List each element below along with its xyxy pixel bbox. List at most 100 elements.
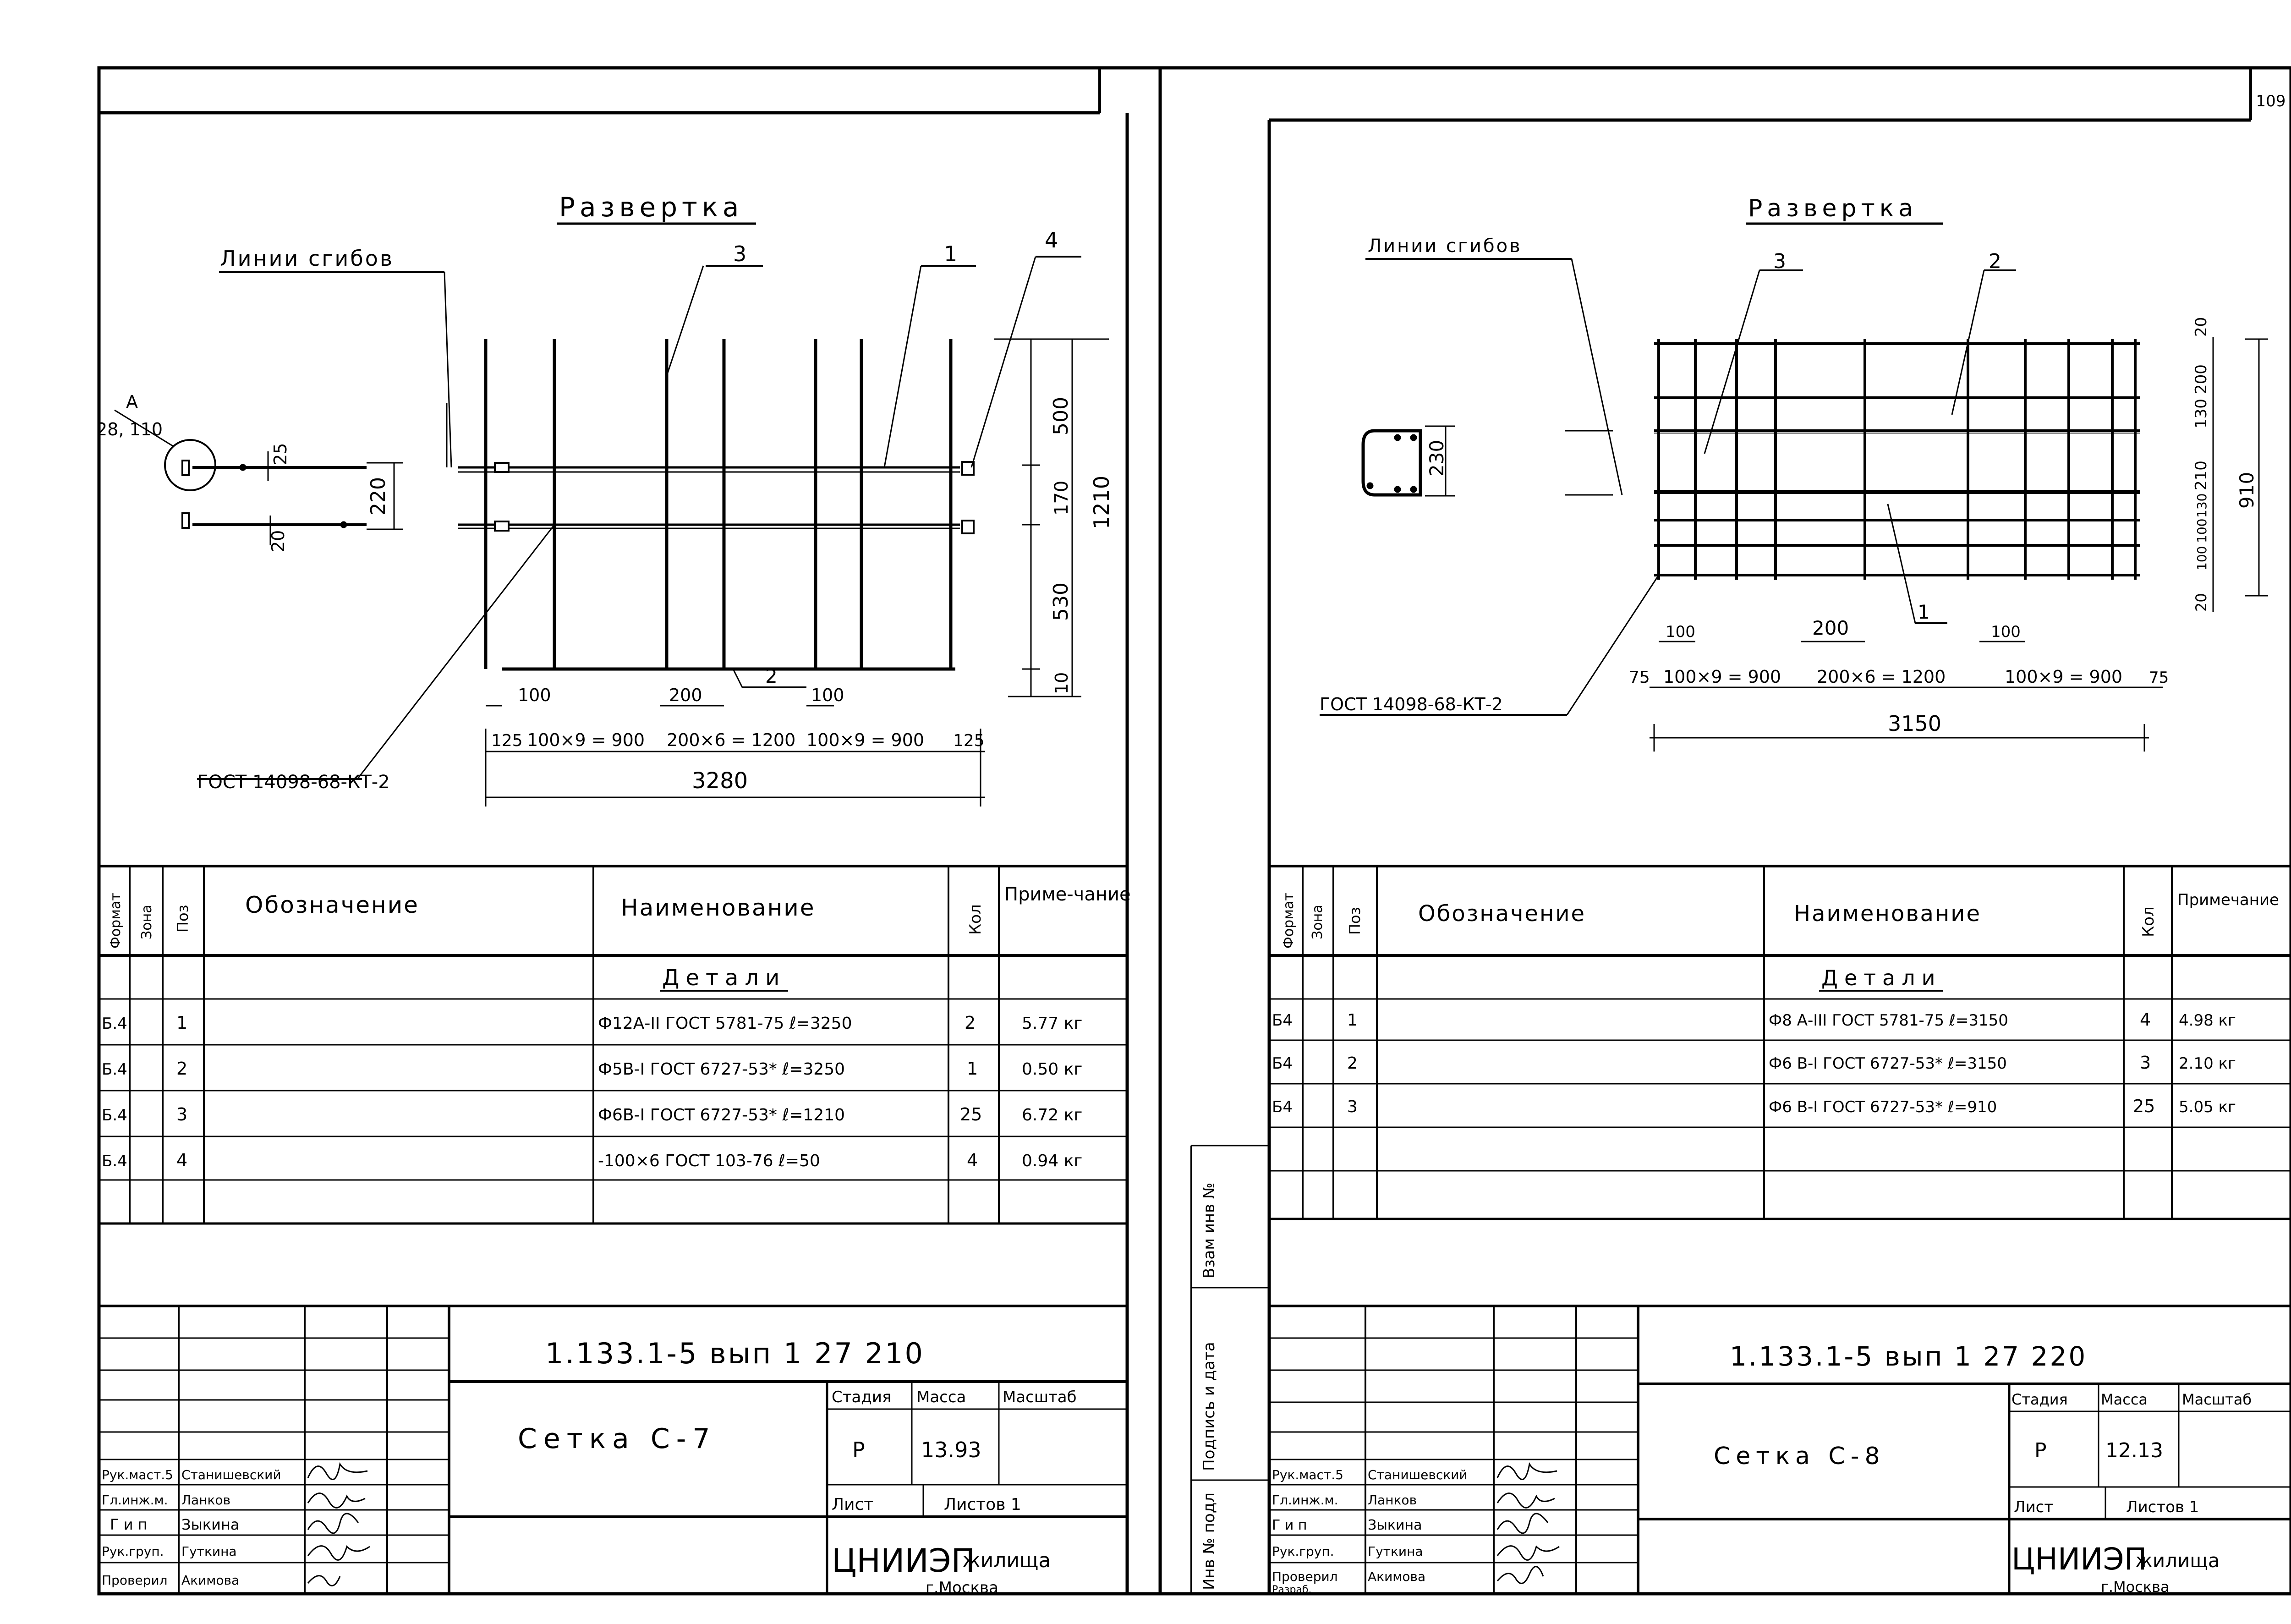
svg-text:1: 1 [176, 1013, 187, 1033]
svg-text:Б4: Б4 [1272, 1098, 1293, 1116]
right-dim-bottom-2: 200×6 = 1200 [1817, 667, 1946, 687]
side-stamp: Взам инв № Подпись и дата Инв № подл [1200, 1183, 1218, 1590]
svg-text:25: 25 [2133, 1096, 2155, 1116]
left-col-zone: Зона [139, 905, 155, 939]
svg-text:Б.4: Б.4 [102, 1106, 127, 1125]
svg-text:Рук.маст.5: Рук.маст.5 [1272, 1467, 1343, 1482]
svg-text:Станишевский: Станишевский [181, 1467, 281, 1482]
right-mesh-plan [1320, 269, 2268, 752]
left-section-details: Детали [662, 965, 786, 991]
right-drawing-name: Сетка С-8 [1714, 1443, 1885, 1470]
left-title-block-grid [99, 1305, 1127, 1594]
table-row: Б.4 4 -100×6 ГОСТ 103-76 ℓ=50 4 0.94 кг [102, 1150, 1082, 1170]
svg-text:Гуткина: Гуткина [1368, 1544, 1423, 1559]
right-dim-210: 210 [2192, 461, 2210, 490]
left-pos-3: 3 [733, 241, 746, 266]
svg-text:Гл.инж.м.: Гл.инж.м. [1272, 1492, 1338, 1508]
right-mass-label: Масса [2101, 1391, 2148, 1408]
left-dim-bottom-3: 100×9 = 900 [806, 730, 924, 750]
right-sheet-label: Лист [2014, 1498, 2053, 1516]
left-dim-bottom-2: 200×6 = 1200 [667, 730, 795, 750]
svg-text:Б.4: Б.4 [102, 1152, 127, 1170]
table-row: Б4 2 Ф6 В-I ГОСТ 6727-53* ℓ=3150 3 2.10 … [1272, 1053, 2236, 1073]
right-dim-bottom-0: 75 [1629, 668, 1650, 687]
right-spec-table-grid [1269, 865, 2291, 1220]
svg-text:Гуткина: Гуткина [181, 1544, 237, 1559]
left-org: ЦНИИЭП [832, 1542, 975, 1580]
table-row: Б.4 3 Ф6В-I ГОСТ 6727-53* ℓ=1210 25 6.72… [102, 1104, 1082, 1125]
left-weld-note: ГОСТ 14098-68-КТ-2 [197, 772, 390, 793]
svg-text:Ф8 А-III ГОСТ 5781-75 ℓ=3150: Ф8 А-III ГОСТ 5781-75 ℓ=3150 [1769, 1011, 2008, 1030]
signature-row: Г и п Зыкина [1272, 1517, 1422, 1533]
svg-text:2: 2 [176, 1059, 187, 1079]
svg-text:4: 4 [2140, 1010, 2151, 1030]
right-pos-3: 3 [1773, 250, 1786, 273]
left-col-qty: Кол [966, 904, 985, 935]
svg-text:2: 2 [965, 1013, 976, 1033]
svg-text:0.50 кг: 0.50 кг [1022, 1060, 1082, 1079]
left-dim-bottom-1: 100×9 = 900 [527, 730, 645, 750]
svg-text:2.10 кг: 2.10 кг [2179, 1054, 2236, 1073]
table-row: Б4 3 Ф6 В-I ГОСТ 6727-53* ℓ=910 25 5.05 … [1272, 1096, 2236, 1116]
svg-text:Г и п: Г и п [110, 1516, 148, 1533]
left-title-block: 1.133.1-5 вып 1 27 210 Сетка С-7 Стадия … [102, 1337, 1077, 1597]
svg-text:Акимова: Акимова [1368, 1569, 1425, 1584]
svg-text:Проверил: Проверил [102, 1573, 168, 1588]
right-dim-130b: 130 [2194, 494, 2209, 518]
right-dim-230: 230 [1425, 440, 1448, 477]
svg-text:Ф6 В-I ГОСТ 6727-53* ℓ=910: Ф6 В-I ГОСТ 6727-53* ℓ=910 [1769, 1098, 1997, 1116]
svg-text:Г и п: Г и п [1272, 1517, 1307, 1533]
svg-text:6.72 кг: 6.72 кг [1022, 1106, 1082, 1125]
right-col-pos: Поз [1346, 907, 1364, 935]
left-overall-length: 3280 [692, 768, 748, 794]
left-spec-table: Формат Зона Поз Обозначение Наименование… [102, 884, 1131, 1170]
left-spec-table-grid [99, 865, 1127, 1225]
left-dim-bottom-0: 125 [491, 731, 523, 750]
signature-row: Рук.груп. Гуткина [1272, 1544, 1423, 1559]
right-dim-910: 910 [2236, 472, 2258, 509]
svg-text:Ланков: Ланков [1368, 1492, 1417, 1508]
left-bend-lines-label: Линии сгибов [220, 246, 394, 271]
svg-text:3: 3 [2140, 1053, 2151, 1073]
left-col-name: Наименование [621, 894, 816, 921]
svg-text:5.05 кг: 5.05 кг [2179, 1098, 2236, 1116]
signature-row: Г и п Зыкина [110, 1516, 239, 1533]
left-mass-label: Масса [916, 1388, 966, 1406]
right-col-designation: Обозначение [1418, 901, 1586, 927]
svg-text:Б.4: Б.4 [102, 1060, 127, 1079]
signature-row: Проверил Акимова [1272, 1569, 1425, 1584]
svg-text:25: 25 [960, 1104, 982, 1125]
handwritten-signatures [307, 1462, 370, 1586]
left-col-designation: Обозначение [245, 892, 419, 918]
svg-text:Разраб.: Разраб. [1272, 1584, 1311, 1596]
right-section-details: Детали [1821, 966, 1942, 990]
left-col-note: Приме-чание [1004, 884, 1131, 905]
svg-text:Рук.груп.: Рук.груп. [1272, 1544, 1334, 1559]
left-scale-label: Масштаб [1003, 1388, 1077, 1406]
left-dim-220: 220 [367, 477, 390, 516]
left-dim-1210: 1210 [1089, 476, 1114, 529]
left-col-pos: Поз [174, 905, 192, 933]
right-title-block: 1.133.1-5 вып 1 27 220 Сетка С-8 Стадия … [1272, 1341, 2252, 1596]
table-row: Б.4 2 Ф5В-I ГОСТ 6727-53* ℓ=3250 1 0.50 … [102, 1059, 1082, 1079]
left-drawing-name: Сетка С-7 [518, 1423, 717, 1455]
left-dim-bottom-4: 125 [953, 731, 985, 750]
right-col-qty: Кол [2139, 906, 2158, 937]
left-title: Развертка [559, 192, 743, 223]
left-callout-label: А [126, 392, 138, 412]
left-drawing: Развертка Линии сгибов А 28, 110 25 220 … [96, 192, 1114, 807]
table-row: Б4 1 Ф8 А-III ГОСТ 5781-75 ℓ=3150 4 4.98… [1272, 1010, 2236, 1030]
svg-text:Б4: Б4 [1272, 1054, 1293, 1073]
left-stage-label: Стадия [832, 1388, 891, 1406]
right-spec-table: Формат Зона Поз Обозначение Наименование… [1272, 891, 2279, 1116]
right-stage: Р [2034, 1439, 2047, 1462]
side-stamp-grid [1190, 1145, 1269, 1594]
svg-text:4: 4 [176, 1150, 187, 1170]
left-dim-530: 530 [1049, 582, 1073, 621]
left-dim-20: 20 [268, 530, 288, 552]
svg-text:Б4: Б4 [1272, 1011, 1293, 1030]
svg-text:-100×6 ГОСТ 103-76 ℓ=50: -100×6 ГОСТ 103-76 ℓ=50 [598, 1152, 820, 1170]
right-stage-label: Стадия [2011, 1391, 2068, 1408]
right-title: Развертка [1748, 195, 1918, 222]
